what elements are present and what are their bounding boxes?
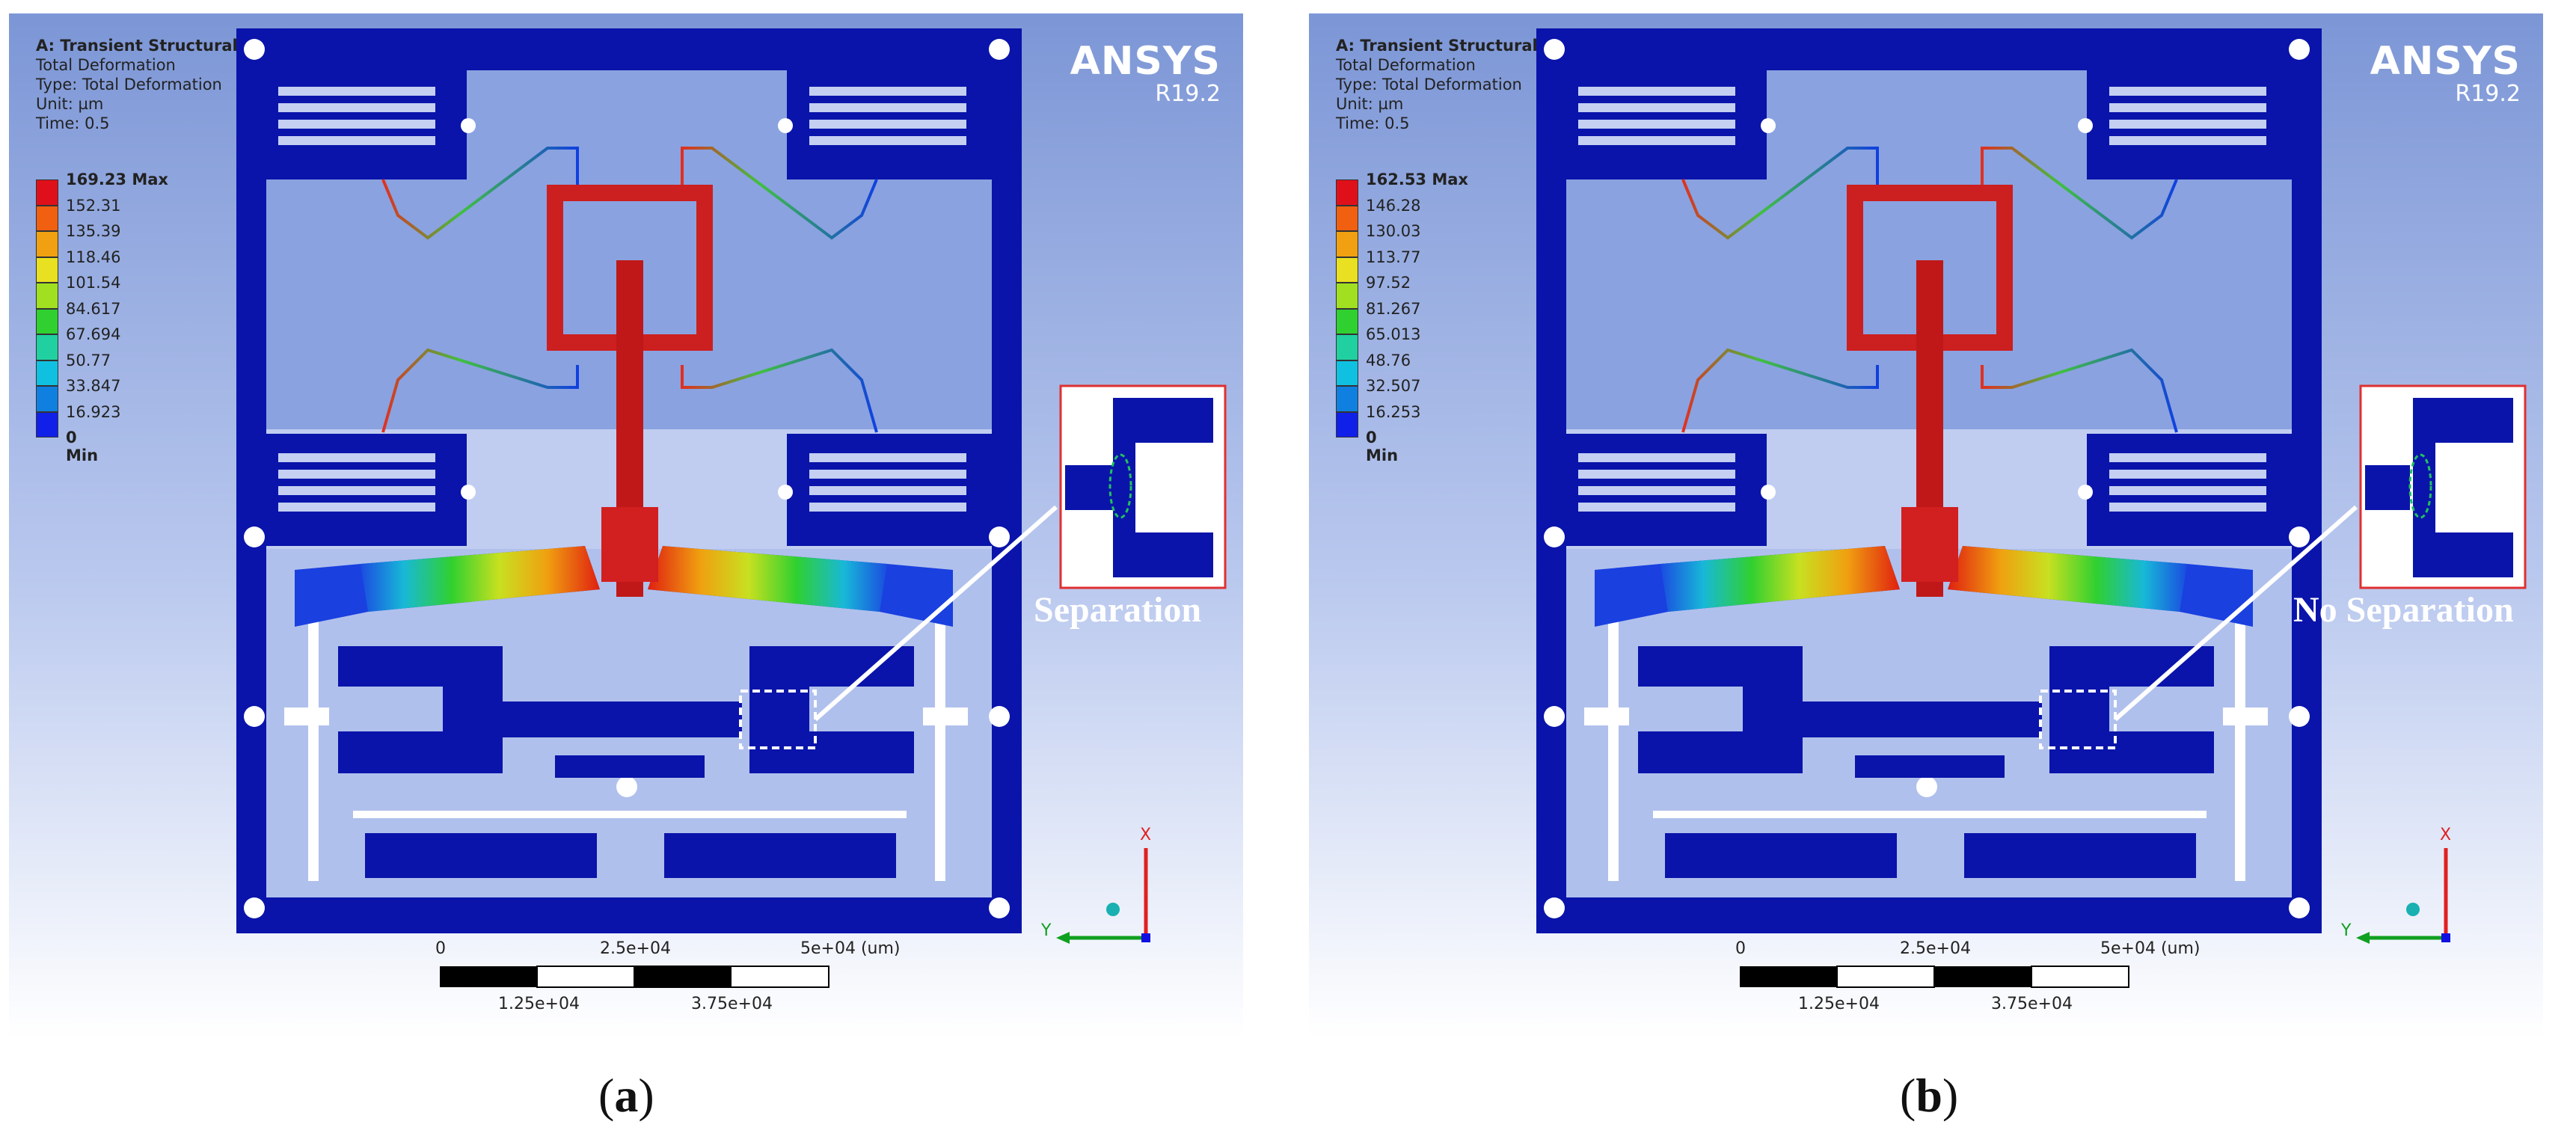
panel-a: A: Transient Structural Total Deformatio… xyxy=(9,13,1243,1038)
legend-value: 84.617 xyxy=(66,299,121,318)
legend-value: 32.507 xyxy=(1366,377,1421,395)
result-name: Total Deformation xyxy=(36,56,176,74)
legend-swatch xyxy=(1336,179,1358,206)
legend-swatch xyxy=(36,283,58,309)
legend-swatch xyxy=(1336,411,1358,438)
result-unit: Unit: µm xyxy=(36,95,104,113)
legend-swatch xyxy=(36,411,58,438)
legend-value: 67.694 xyxy=(66,325,121,343)
legend-value: 16.923 xyxy=(66,402,121,421)
result-unit: Unit: µm xyxy=(1336,95,1404,113)
analysis-title: A: Transient Structural xyxy=(36,37,238,55)
legend-value: 130.03 xyxy=(1366,222,1421,240)
fea-viewport-a xyxy=(9,13,1243,1038)
legend-swatch xyxy=(36,334,58,360)
legend-swatch xyxy=(36,257,58,283)
triad-y-label: Y xyxy=(1041,921,1052,940)
scale-tick-3: 3.75e+04 xyxy=(1991,995,2073,1013)
legend-value: 152.31 xyxy=(66,196,121,215)
legend-swatch xyxy=(36,308,58,334)
scale-tick-1: 1.25e+04 xyxy=(498,995,580,1013)
device-structure-a xyxy=(236,28,1227,988)
ansys-logo-a: ANSYS R19.2 xyxy=(1070,40,1221,106)
legend-value: 65.013 xyxy=(1366,325,1421,343)
legend-value: 33.847 xyxy=(66,377,121,395)
legend-min: 0 Min xyxy=(1366,429,1399,464)
result-info-b: A: Transient Structural Total Deformatio… xyxy=(1336,36,1538,133)
legend-max: 169.23 Max xyxy=(66,171,168,188)
scale-tick-4: 5e+04 (um) xyxy=(2100,939,2201,958)
brand-name: ANSYS xyxy=(1070,39,1221,84)
legend-swatch xyxy=(1336,283,1358,309)
scale-tick-1: 1.25e+04 xyxy=(1798,995,1880,1013)
legend-value: 97.52 xyxy=(1366,274,1411,292)
device-structure-b xyxy=(1536,28,2527,988)
caption-letter: b xyxy=(1916,1069,1942,1122)
legend-max: 162.53 Max xyxy=(1366,171,1468,188)
result-time: Time: 0.5 xyxy=(1336,114,1410,132)
legend-swatch xyxy=(1336,257,1358,283)
scale-tick-0: 0 xyxy=(1735,939,1746,958)
legend-value: 146.28 xyxy=(1366,196,1421,215)
legend-value: 118.46 xyxy=(66,248,121,266)
result-type: Type: Total Deformation xyxy=(1336,76,1522,93)
result-type: Type: Total Deformation xyxy=(36,76,222,93)
legend-swatch xyxy=(36,205,58,231)
scale-tick-2: 2.5e+04 xyxy=(600,939,671,958)
legend-value: 81.267 xyxy=(1366,299,1421,318)
scale-tick-3: 3.75e+04 xyxy=(691,995,773,1013)
scale-tick-2: 2.5e+04 xyxy=(1900,939,1971,958)
legend-swatch xyxy=(1336,360,1358,386)
scale-tick-0: 0 xyxy=(435,939,446,958)
legend-swatch xyxy=(36,360,58,386)
legend-value: 113.77 xyxy=(1366,248,1421,266)
legend-swatch xyxy=(1336,308,1358,334)
legend-value: 16.253 xyxy=(1366,402,1421,421)
legend-swatch xyxy=(1336,386,1358,412)
ansys-logo-b: ANSYS R19.2 xyxy=(2370,40,2521,106)
legend-swatch xyxy=(36,386,58,412)
scale-tick-4: 5e+04 (um) xyxy=(800,939,901,958)
legend-value: 101.54 xyxy=(66,274,121,292)
brand-name: ANSYS xyxy=(2370,39,2521,84)
legend-value: 135.39 xyxy=(66,222,121,240)
analysis-title: A: Transient Structural xyxy=(1336,37,1538,55)
panel-b: A: Transient Structural Total Deformatio… xyxy=(1309,13,2543,1038)
triad-x-label: X xyxy=(1140,826,1152,844)
annotation-label-a: Separation xyxy=(1034,590,1202,630)
triad-y-label: Y xyxy=(2341,921,2352,940)
result-name: Total Deformation xyxy=(1336,56,1476,74)
triad-x-label: X xyxy=(2440,826,2452,844)
legend-value: 48.76 xyxy=(1366,351,1411,369)
legend-swatch xyxy=(1336,205,1358,231)
legend-min: 0 Min xyxy=(66,429,99,464)
result-info-a: A: Transient Structural Total Deformatio… xyxy=(36,36,238,133)
caption-a: (a) xyxy=(598,1069,654,1122)
brand-version: R19.2 xyxy=(1155,81,1221,107)
brand-version: R19.2 xyxy=(2455,81,2521,107)
caption-letter: a xyxy=(614,1069,639,1122)
legend-swatch xyxy=(1336,334,1358,360)
legend-swatch xyxy=(36,231,58,257)
fea-viewport-b xyxy=(1309,13,2543,1038)
result-time: Time: 0.5 xyxy=(36,114,110,132)
caption-b: (b) xyxy=(1900,1069,1959,1122)
legend-swatch xyxy=(1336,231,1358,257)
annotation-label-b: No Separation xyxy=(2293,590,2514,630)
legend-value: 50.77 xyxy=(66,351,111,369)
legend-swatch xyxy=(36,179,58,206)
